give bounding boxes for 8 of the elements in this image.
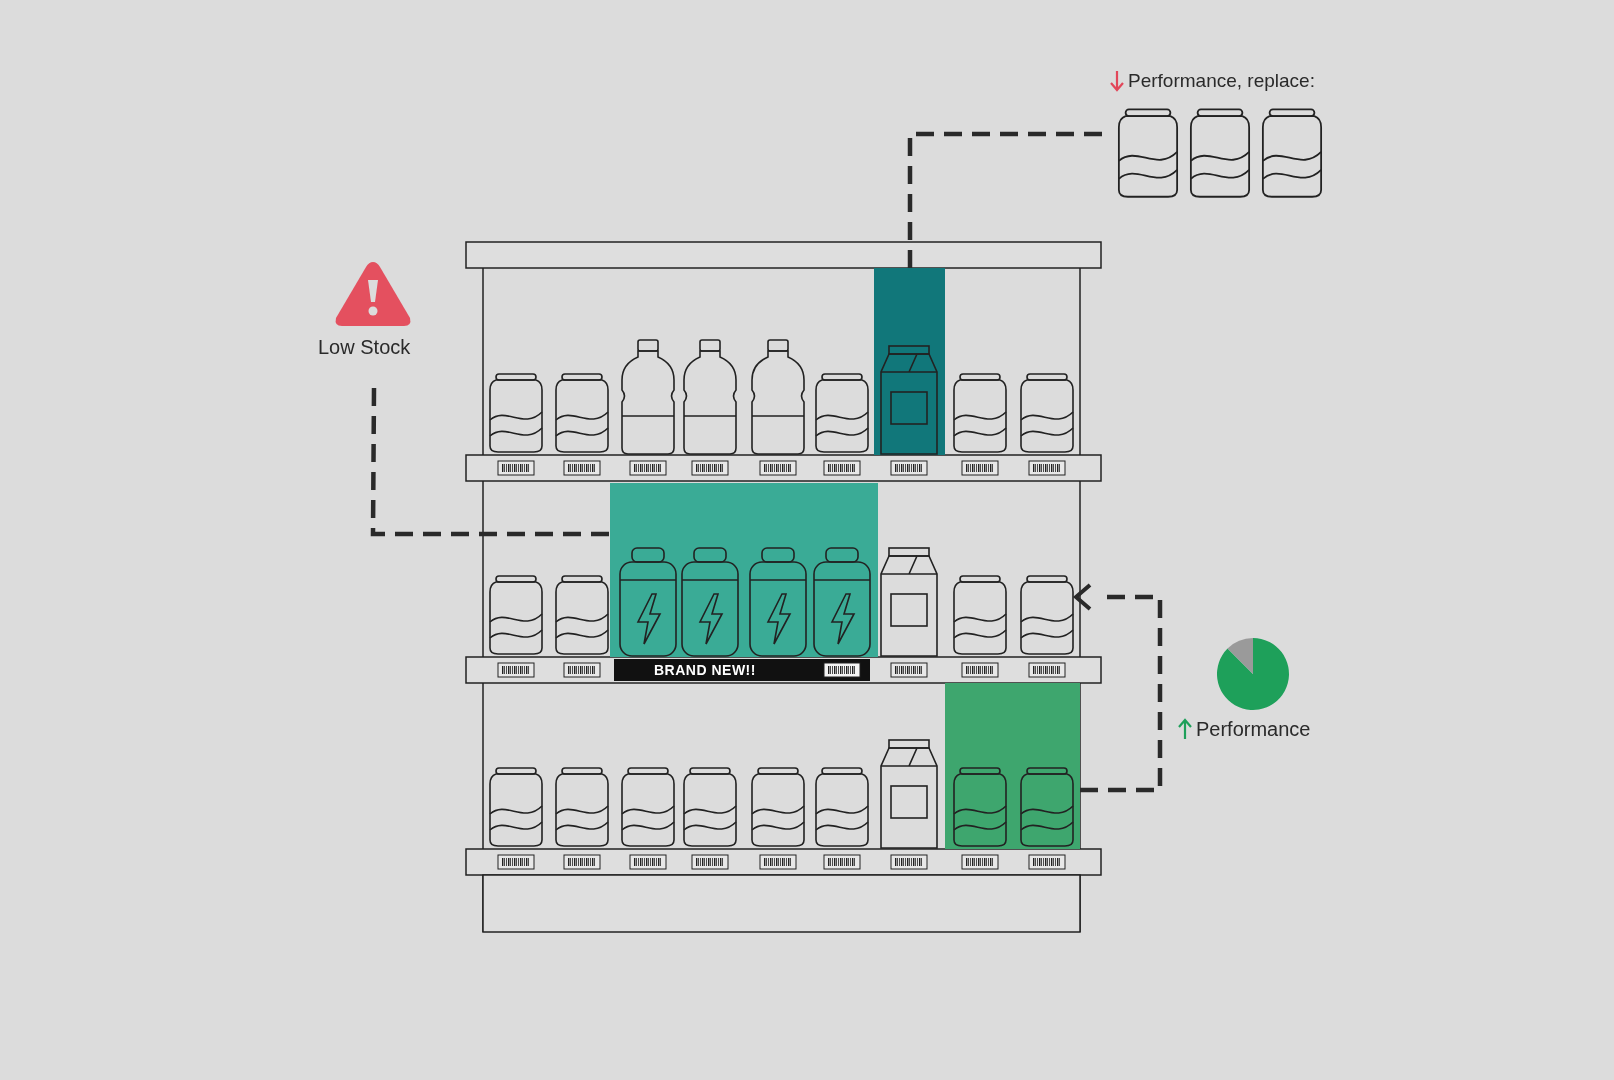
dashed-arrow <box>1074 583 1163 793</box>
callout-text: Performance, replace: <box>1128 70 1315 92</box>
highlight-box <box>610 483 878 657</box>
highlight-box <box>945 683 1080 849</box>
highlight-box <box>874 268 945 455</box>
dashed-connector <box>370 388 610 537</box>
callout-text: Performance <box>1196 718 1311 741</box>
callout-text: Low Stock <box>318 336 411 359</box>
